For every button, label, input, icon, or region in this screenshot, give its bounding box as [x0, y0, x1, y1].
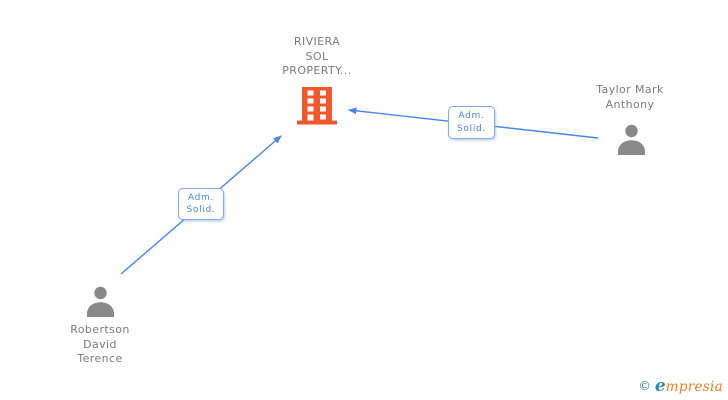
company-name[interactable]: RIVIERA SOL PROPERTY...	[237, 35, 397, 79]
person-name-robertson[interactable]: Robertson David Terence	[40, 323, 160, 367]
edge-label-taylor[interactable]: Adm. Solid.	[448, 106, 495, 139]
logo-brand-text: mpresia	[665, 379, 723, 395]
company-name-line: PROPERTY...	[282, 64, 352, 77]
person-name-line: Taylor Mark	[596, 83, 664, 96]
company-name-line: SOL	[305, 49, 329, 63]
person-icon-taylor[interactable]	[616, 124, 647, 159]
edge-label-line: Adm.	[187, 192, 215, 203]
copyright-icon: ©	[638, 378, 651, 393]
person-name-taylor[interactable]: Taylor Mark Anthony	[560, 83, 700, 112]
person-name-line: Anthony	[605, 97, 655, 111]
edge-label-line: Adm.	[458, 111, 485, 121]
empresia-logo[interactable]: ©empresia	[638, 376, 723, 396]
person-name-line: Terence	[77, 352, 123, 365]
edge-label-robertson[interactable]: Adm. Solid.	[178, 188, 224, 220]
company-name-line: RIVIERA	[293, 35, 341, 48]
person-name-line: David	[83, 337, 117, 351]
building-icon[interactable]	[296, 86, 338, 129]
person-name-line: Robertson	[70, 323, 130, 336]
edge-label-line: Solid.	[457, 123, 486, 134]
edge-label-line: Solid.	[186, 205, 216, 215]
person-icon-robertson[interactable]	[85, 286, 116, 321]
logo-brand-initial: e	[654, 376, 666, 396]
